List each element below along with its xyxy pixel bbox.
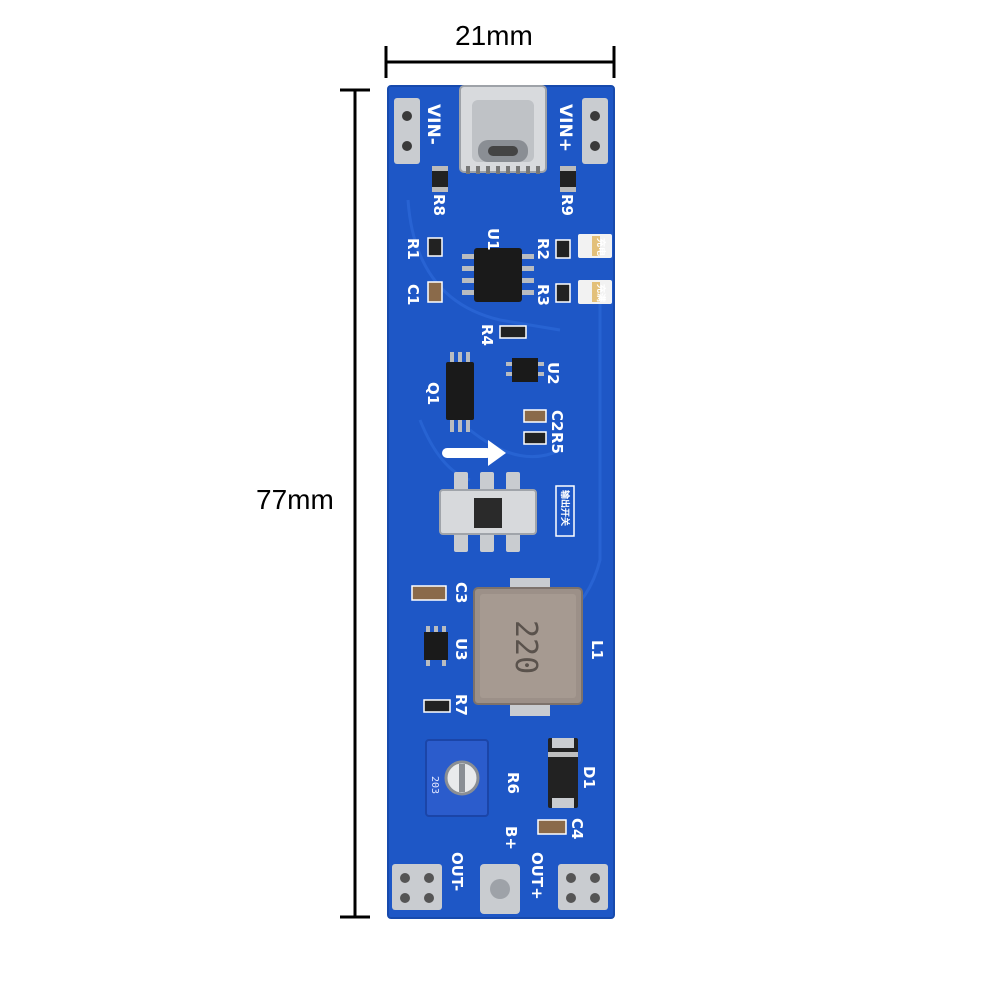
chip-u2 xyxy=(506,358,544,382)
r4-label: R4 xyxy=(478,324,496,346)
chip-u1 xyxy=(462,248,534,302)
out-plus-label: OUT+ xyxy=(528,852,546,900)
r5-label: R5 xyxy=(548,432,566,454)
capacitor-c2 xyxy=(523,409,547,423)
vin-plus-pad xyxy=(582,98,608,164)
resistor-r9 xyxy=(560,166,576,192)
q1-label: Q1 xyxy=(424,382,442,405)
c4-label: C4 xyxy=(568,818,586,839)
inductor-marking: 220 xyxy=(508,620,543,674)
r1-label: R1 xyxy=(404,238,422,260)
height-dimension-line xyxy=(340,88,370,919)
switch-label-box xyxy=(555,485,575,537)
capacitor-c3 xyxy=(411,585,447,601)
resistor-r5 xyxy=(523,431,547,445)
resistor-r8 xyxy=(432,166,448,192)
r9-label: R9 xyxy=(558,194,576,216)
width-dimension-line xyxy=(384,46,616,78)
out-minus-pad xyxy=(392,864,442,910)
u2-label: U2 xyxy=(544,362,562,385)
inductor-l1 xyxy=(473,578,583,716)
c2-label: C2 xyxy=(548,410,566,431)
switch-label: 输出开关 xyxy=(559,490,571,526)
usb-c-connector xyxy=(459,85,547,174)
capacitor-c4 xyxy=(537,819,567,835)
r7-label: R7 xyxy=(452,694,470,716)
l1-label: L1 xyxy=(588,640,606,660)
height-dimension-label: 77mm xyxy=(256,484,334,515)
led1-marking: 充电 xyxy=(595,238,607,256)
r2-label: R2 xyxy=(534,238,552,260)
diode-d1 xyxy=(548,738,578,808)
resistor-r7 xyxy=(423,699,451,713)
pot-marking: 203 xyxy=(429,776,440,794)
slide-switch xyxy=(439,472,537,552)
u1-label: U1 xyxy=(484,228,502,251)
d1-label: D1 xyxy=(580,766,598,789)
resistor-r2 xyxy=(555,239,571,259)
vin-plus-label: VIN+ xyxy=(555,104,575,152)
c3-label: C3 xyxy=(452,582,470,603)
transistor-q1 xyxy=(446,352,474,432)
resistor-r3 xyxy=(555,283,571,303)
arrow-icon xyxy=(442,440,506,466)
vin-minus-label: VIN- xyxy=(423,104,443,145)
led-charging xyxy=(578,234,612,258)
chip-u3 xyxy=(424,626,448,666)
u3-label: U3 xyxy=(452,638,470,661)
led2-marking: 充满 xyxy=(595,284,607,302)
b-plus-label: B+ xyxy=(502,826,520,850)
out-plus-pad xyxy=(558,864,608,910)
resistor-r4 xyxy=(499,325,527,339)
b-plus-pad xyxy=(480,864,520,914)
r3-label: R3 xyxy=(534,284,552,306)
width-dimension-label: 21mm xyxy=(455,20,533,51)
c1-label: C1 xyxy=(404,284,422,305)
r6-label: R6 xyxy=(504,772,522,794)
potentiometer-r6 xyxy=(425,739,489,817)
vin-minus-pad xyxy=(394,98,420,164)
resistor-r1 xyxy=(427,237,443,257)
led-full xyxy=(578,280,612,304)
r8-label: R8 xyxy=(430,194,448,216)
out-minus-label: OUT- xyxy=(448,852,466,891)
capacitor-c1 xyxy=(427,281,443,303)
